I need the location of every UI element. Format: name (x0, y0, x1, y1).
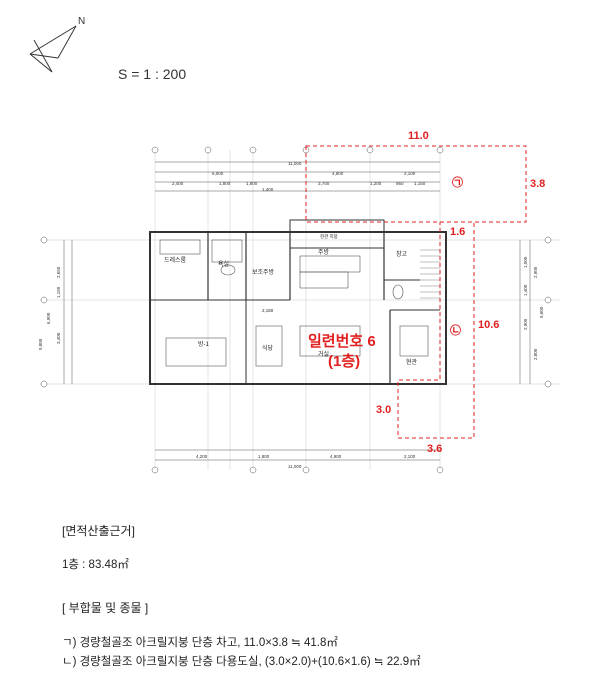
scale-label: S = 1 : 200 (118, 66, 187, 82)
right-dim-6: 2,900 (523, 318, 528, 330)
top-dim-1: 6,000 (212, 171, 224, 176)
top-sub-dim-1: 2,400 (172, 181, 184, 186)
annex-a-outline (305, 145, 527, 223)
top-sub-dim-5: 3,700 (318, 181, 330, 186)
top-dim-2: 4,900 (332, 171, 344, 176)
bottom-dim-3: 4,900 (330, 454, 342, 459)
annex-b-marker: ㉡ (450, 323, 461, 337)
left-dim-3: 3,400 (56, 332, 61, 344)
annex-b-bottom: 3.6 (427, 443, 442, 455)
bottom-dim-4: 2,100 (404, 454, 416, 459)
room-dress: 드레스룸 (164, 256, 187, 264)
top-sub-dim-4: 1,400 (262, 187, 274, 192)
annex-b-outline (397, 221, 475, 439)
room-living: 거실 (318, 350, 329, 358)
area-notes: [면적산출근거] 1층 : 83.48㎡ [ 부합물 및 종물 ] ㄱ) 경량철… (62, 522, 421, 669)
annex-a-width: 11.0 (408, 130, 429, 142)
room-entry: 현관 (406, 358, 418, 366)
right-dim-3: 1,400 (523, 284, 528, 296)
annex-item-a: ㄱ) 경량철골조 아크릴지붕 단층 차고, 11.0×3.8 ≒ 41.8㎡ (62, 637, 338, 649)
room-kitchen: 주방 (318, 248, 330, 256)
room-sub-kitchen: 보조주방 (252, 268, 275, 276)
right-dim-2: 2,900 (533, 266, 538, 278)
room-dining: 식당 (262, 344, 274, 352)
overall-bottom-dim: 11,000 (288, 464, 302, 469)
top-sub-dim-3: 1,800 (246, 181, 258, 186)
left-dim-2: 1,150 (56, 286, 61, 298)
top-dim-3: 2,100 (404, 171, 416, 176)
room-bath: 욕실 (218, 260, 229, 268)
bottom-dim-1: 4,200 (196, 454, 208, 459)
notes-heading: [면적산출근거] (62, 524, 135, 538)
overall-width-dim: 11,000 (288, 161, 302, 166)
right-dim-4: 9,600 (539, 306, 544, 318)
annex-b-height: 10.6 (478, 319, 499, 331)
room-porch: 현관 지붕 (320, 233, 338, 240)
left-dim-4: 6,900 (46, 312, 51, 324)
top-sub-dim-2: 1,800 (219, 181, 231, 186)
annex-a-marker: ㉠ (452, 175, 463, 189)
annex-heading: [ 부합물 및 종물 ] (62, 601, 149, 615)
room-1: 방-1 (198, 340, 210, 348)
overlay-title-line2: (1층) (328, 353, 360, 370)
top-sub-dim-6: 1,200 (370, 181, 382, 186)
annex-item-b: ㄴ) 경량철골조 아크릴지붕 단층 다용도실, (3.0×2.0)+(10.6×… (62, 656, 421, 668)
room-storage: 창고 (396, 250, 408, 258)
inner-dim: 2,150 (262, 308, 274, 313)
top-sub-dim-7: 950 (396, 181, 404, 186)
annex-a-height: 3.8 (530, 178, 545, 190)
left-dim-1: 2,650 (56, 266, 61, 278)
right-dim-5: 2,800 (533, 348, 538, 360)
top-sub-dim-8: 1,150 (414, 181, 426, 186)
annex-b-top: 1.6 (450, 226, 465, 238)
left-dim-5: 9,800 (38, 338, 43, 350)
overlay-title-line1: 일련번호 6 (308, 332, 376, 350)
annex-b-small: 3.0 (376, 404, 391, 416)
right-dim-1: 1,000 (523, 256, 528, 268)
bottom-dim-2: 1,800 (258, 454, 270, 459)
floor1-area: 1층 : 83.48㎡ (62, 559, 129, 571)
